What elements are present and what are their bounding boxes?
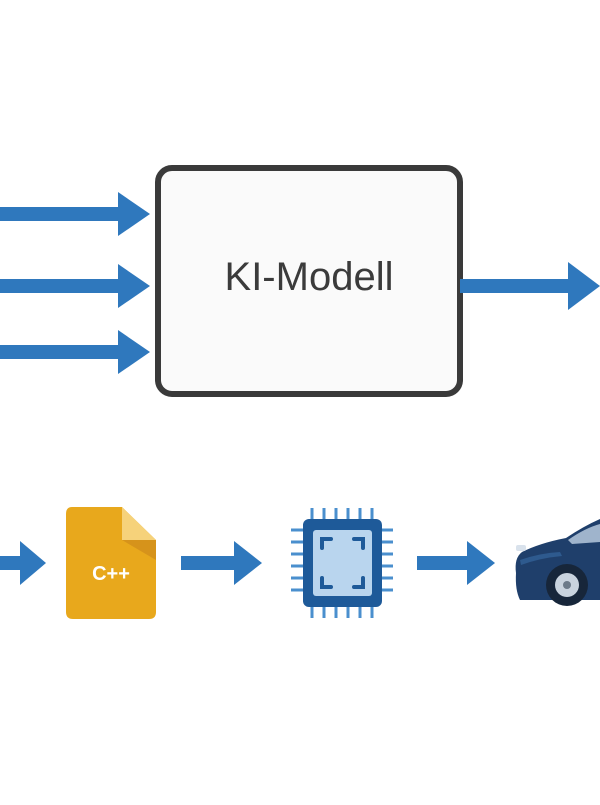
chip-icon	[291, 508, 393, 618]
input-arrow-3	[0, 330, 150, 374]
model-label: KI-Modell	[224, 255, 394, 299]
input-arrow-1	[0, 192, 150, 236]
pipeline-arrow-2	[181, 541, 262, 585]
output-arrow	[460, 262, 600, 310]
cpp-file-label: C++	[92, 563, 130, 585]
car-icon	[515, 519, 600, 606]
pipeline-arrow-1	[0, 541, 46, 585]
pipeline-arrow-3	[417, 541, 495, 585]
cpp-file-icon	[66, 507, 156, 619]
input-arrow-2	[0, 264, 150, 308]
